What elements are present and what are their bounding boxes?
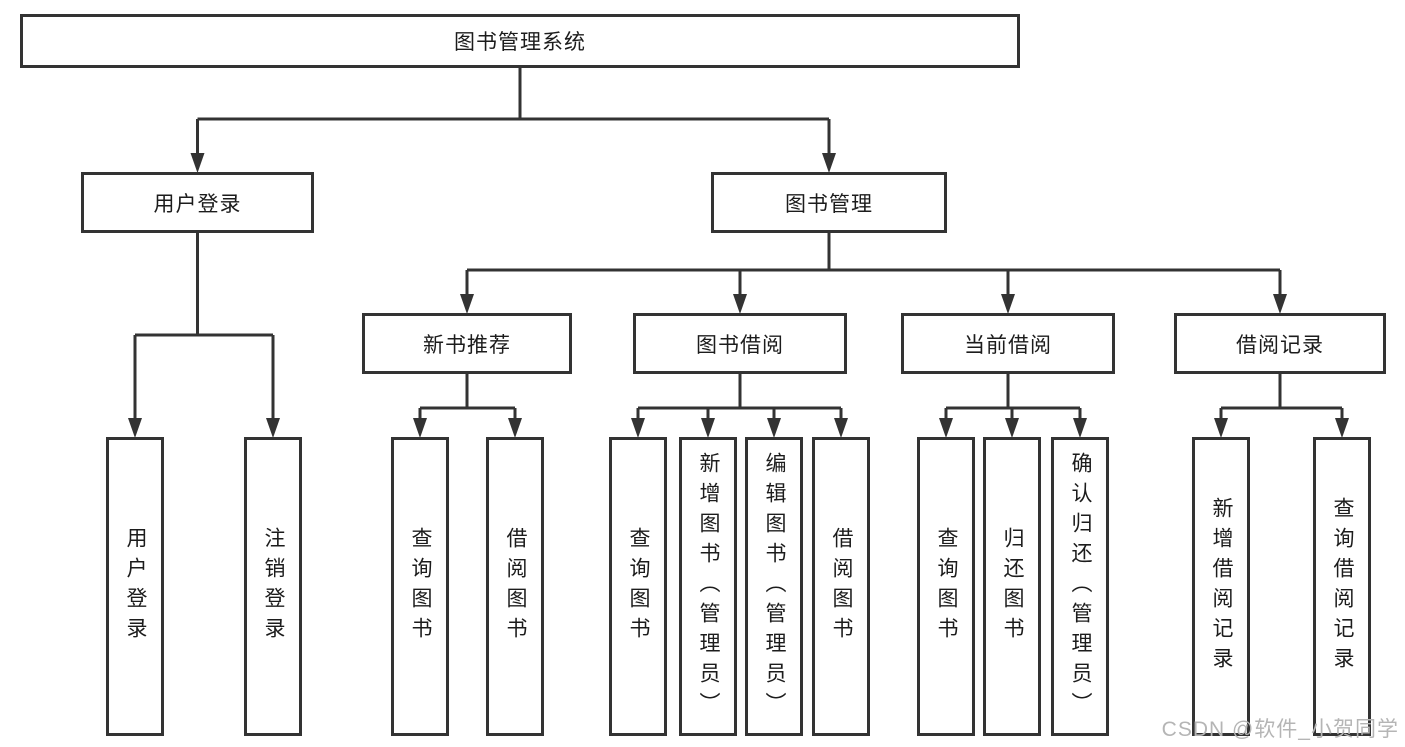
edge-root-to-level1	[196, 66, 831, 159]
node-book-borrowing: 图书借阅	[633, 313, 847, 374]
leaf-label: 查询图书	[409, 526, 432, 647]
edge-current-to-leaves	[944, 374, 1082, 424]
leaf-add-books-admin: 新增图书（管理员）	[679, 437, 737, 736]
node-current-borrowing: 当前借阅	[901, 313, 1115, 374]
arrowhead	[767, 418, 781, 438]
leaf-label: 新增借阅记录	[1210, 496, 1233, 677]
arrowhead	[939, 418, 953, 438]
leaf-label: 查询图书	[627, 526, 650, 647]
node-new-book-recommendation: 新书推荐	[362, 313, 572, 374]
node-label: 图书借阅	[696, 333, 784, 357]
edge-records-to-leaves	[1219, 374, 1344, 424]
arrowhead	[1005, 418, 1019, 438]
leaf-label: 确认归还（管理员）	[1069, 451, 1092, 722]
leaf-label: 归还图书	[1001, 526, 1024, 647]
leaf-label: 新增图书（管理员）	[697, 451, 720, 722]
leaf-label: 用户登录	[124, 526, 147, 647]
leaf-label: 查询借阅记录	[1331, 496, 1354, 677]
arrowhead	[834, 418, 848, 438]
arrowhead	[1273, 294, 1287, 314]
edge-borrow-to-leaves	[636, 374, 843, 424]
arrowhead	[733, 294, 747, 314]
node-label: 图书管理系统	[454, 31, 586, 54]
leaf-label: 借阅图书	[830, 526, 853, 647]
leaf-query-books-2: 查询图书	[609, 437, 667, 736]
edge-bookmgmt-to-level2	[465, 233, 1282, 300]
arrowhead	[701, 418, 715, 438]
node-label: 用户登录	[153, 192, 242, 216]
edge-newbook-to-leaves	[418, 374, 517, 424]
edge-userlogin-to-leaves	[133, 233, 275, 424]
leaf-label: 查询图书	[935, 526, 958, 647]
arrowhead	[1073, 418, 1087, 438]
arrowhead	[460, 294, 474, 314]
leaf-borrow-books-1: 借阅图书	[486, 437, 544, 736]
node-user-login: 用户登录	[81, 172, 314, 233]
leaf-user-login: 用户登录	[106, 437, 164, 736]
leaf-query-books-1: 查询图书	[391, 437, 449, 736]
arrowhead	[508, 418, 522, 438]
arrowhead	[266, 418, 280, 438]
leaf-query-books-3: 查询图书	[917, 437, 975, 736]
arrowhead	[631, 418, 645, 438]
arrowhead	[1001, 294, 1015, 314]
leaf-edit-books-admin: 编辑图书（管理员）	[745, 437, 803, 736]
leaf-borrow-books-2: 借阅图书	[812, 437, 870, 736]
arrowhead	[1214, 418, 1228, 438]
arrowhead	[413, 418, 427, 438]
node-label: 图书管理	[785, 192, 873, 216]
leaf-confirm-return-admin: 确认归还（管理员）	[1051, 437, 1109, 736]
leaf-logout: 注销登录	[244, 437, 302, 736]
node-library-management-system: 图书管理系统	[20, 14, 1020, 68]
node-book-management: 图书管理	[711, 172, 947, 233]
leaf-label: 借阅图书	[504, 526, 527, 647]
node-label: 当前借阅	[964, 333, 1052, 357]
leaf-label: 编辑图书（管理员）	[763, 451, 786, 722]
arrowhead	[190, 153, 205, 173]
arrowhead	[128, 418, 142, 438]
node-label: 新书推荐	[423, 333, 511, 357]
leaf-label: 注销登录	[262, 526, 285, 647]
leaf-add-borrow-record: 新增借阅记录	[1192, 437, 1250, 736]
arrowhead	[1335, 418, 1349, 438]
node-borrowing-records: 借阅记录	[1174, 313, 1386, 374]
arrowhead	[822, 153, 836, 173]
leaf-return-books: 归还图书	[983, 437, 1041, 736]
node-label: 借阅记录	[1236, 333, 1324, 357]
leaf-query-borrow-record: 查询借阅记录	[1313, 437, 1371, 736]
csdn-watermark: CSDN @软件_小贺同学	[1161, 718, 1399, 741]
